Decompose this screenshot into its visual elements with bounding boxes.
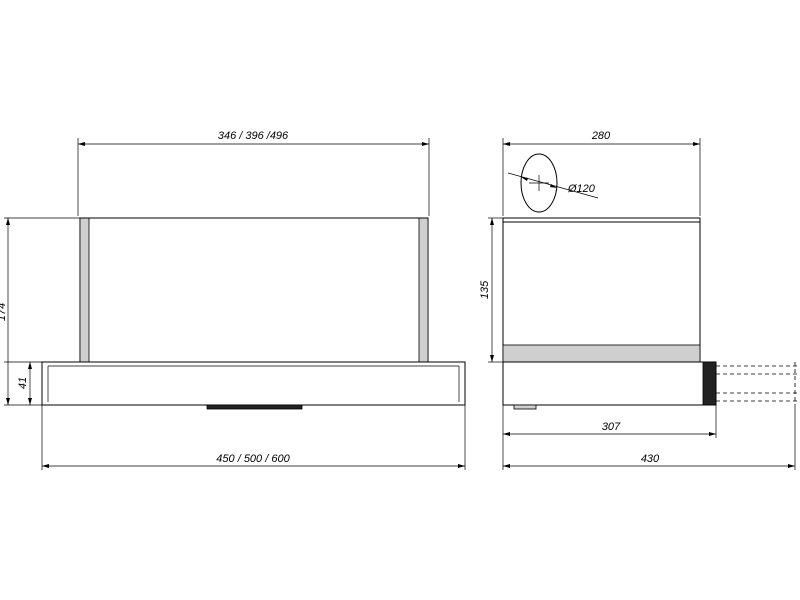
front-top-width-label: 346 / 396 /496: [218, 130, 289, 142]
side-upper-body: [502, 217, 701, 363]
side-upper-base: [502, 344, 701, 363]
front-view: 346 / 396 /496 174 41 450 / 500 / 600: [0, 130, 466, 470]
front-upper-left-edge: [79, 217, 90, 363]
front-bottom-width-label: 450 / 500 / 600: [216, 453, 290, 465]
front-lower-panel: [41, 361, 466, 406]
front-upper-body: [79, 217, 429, 363]
front-handle: [206, 404, 303, 410]
duct-diameter-label: Ø120: [567, 183, 596, 195]
front-panel-height-label: 41: [17, 377, 29, 389]
side-lower-panel: [502, 361, 717, 406]
front-total-height-label: 174: [0, 303, 8, 321]
side-view: 280 Ø120 135 307: [479, 130, 800, 470]
side-lower-front-cap: [702, 361, 717, 406]
duct-outlet-circle: [520, 153, 558, 213]
side-handle: [513, 404, 537, 410]
front-upper-right-edge: [418, 217, 429, 363]
side-top-depth-label: 280: [591, 130, 611, 142]
side-total-depth-label: 430: [641, 453, 660, 465]
side-body-height-label: 135: [479, 280, 491, 299]
side-extended-depth-label: 307: [602, 421, 621, 433]
duct-diameter-arrows: [521, 177, 557, 188]
